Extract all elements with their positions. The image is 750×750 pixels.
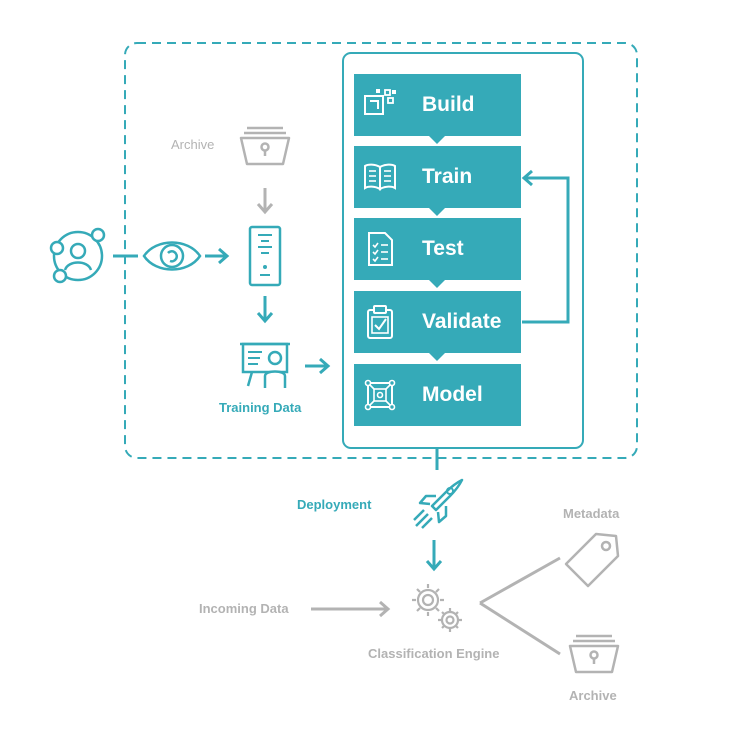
validate-train-loop	[521, 169, 570, 324]
rocket-icon	[413, 478, 464, 529]
deployment-engine-arrow	[425, 540, 443, 572]
stage-validate-label: Validate	[422, 310, 502, 333]
presentation-icon	[240, 342, 290, 388]
stage-test: Test	[354, 218, 521, 288]
metadata-label: Metadata	[563, 506, 620, 521]
archive-box-icon-bottom	[568, 634, 620, 674]
stage-train: Train	[354, 146, 521, 216]
gears-icon	[412, 584, 462, 632]
server-icon	[248, 225, 282, 287]
pipeline-dashed-frame	[124, 42, 638, 459]
training-data-label: Training Data	[219, 400, 302, 415]
server-presentation-arrow	[256, 296, 274, 324]
classification-engine-label: Classification Engine	[368, 646, 500, 661]
stage-build-label: Build	[422, 93, 475, 116]
archive-top-label: Archive	[171, 137, 215, 152]
engine-output-fork	[479, 556, 561, 656]
incoming-data-arrow	[311, 600, 391, 618]
incoming-data-label: Incoming Data	[199, 601, 289, 616]
stage-model: Model	[354, 364, 521, 426]
stage-model-label: Model	[422, 383, 483, 406]
tag-icon	[564, 532, 620, 588]
deployment-label: Deployment	[297, 497, 372, 512]
clipboard-check-icon	[367, 305, 393, 339]
archive-bottom-label: Archive	[569, 688, 617, 703]
eye-server-arrow	[205, 247, 230, 265]
checklist-icon	[368, 232, 393, 266]
archive-server-arrow	[256, 188, 274, 215]
stage-validate: Validate	[354, 291, 521, 361]
stage-test-label: Test	[422, 237, 464, 260]
stage-train-label: Train	[422, 165, 473, 188]
blocks-icon	[364, 89, 396, 115]
user-network-icon	[49, 227, 106, 284]
archive-box-icon	[239, 126, 291, 166]
cube-icon	[364, 379, 396, 411]
training-stages-arrow	[305, 357, 331, 375]
eye-icon	[142, 241, 202, 271]
stage-build: Build	[354, 74, 521, 144]
book-icon	[364, 163, 396, 191]
